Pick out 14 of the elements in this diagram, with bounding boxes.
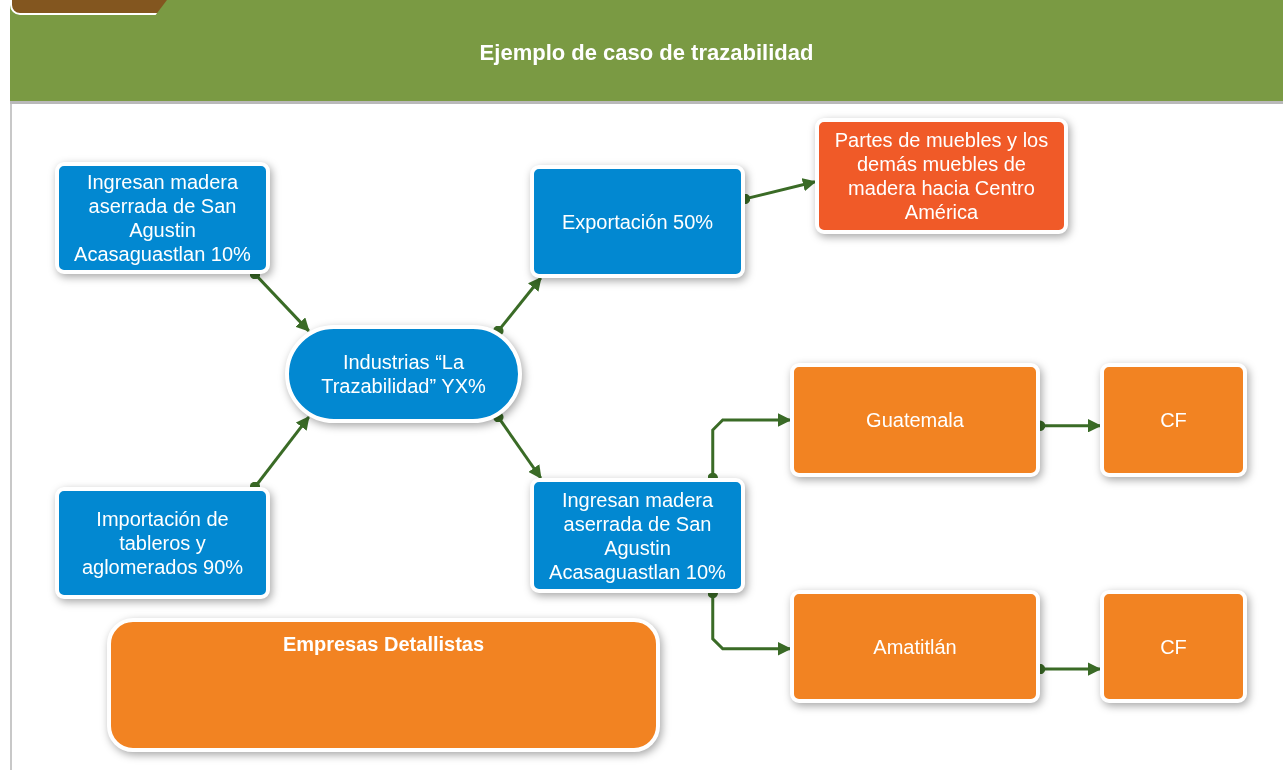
node-text: Guatemala bbox=[866, 408, 964, 432]
arrow bbox=[493, 276, 542, 337]
node-text: Amatitlán bbox=[873, 634, 957, 659]
node-text: Empresas Detallistas bbox=[282, 632, 485, 656]
node-text: Industrias “La Trazabilidad” YX% bbox=[320, 350, 487, 398]
arrow bbox=[493, 411, 542, 480]
node-text: Ingresan madera aserrada de San Agustin Acasaguastlan 10% bbox=[73, 170, 252, 266]
node-text: Exportación 50% bbox=[561, 209, 714, 234]
diagram-title: Ejemplo de caso de trazabilidad bbox=[478, 40, 815, 66]
node-text: Partes de muebles y los demás muebles de madera hacia Centro América bbox=[833, 128, 1050, 224]
node-text: Importación de tableros y aglomerados 90% bbox=[80, 507, 245, 579]
node-text: Ingresan madera aserrada de San Agustin Acasaguastlan 10% bbox=[548, 487, 727, 584]
node-text: CF bbox=[1160, 408, 1187, 432]
node-text: CF bbox=[1160, 634, 1187, 659]
